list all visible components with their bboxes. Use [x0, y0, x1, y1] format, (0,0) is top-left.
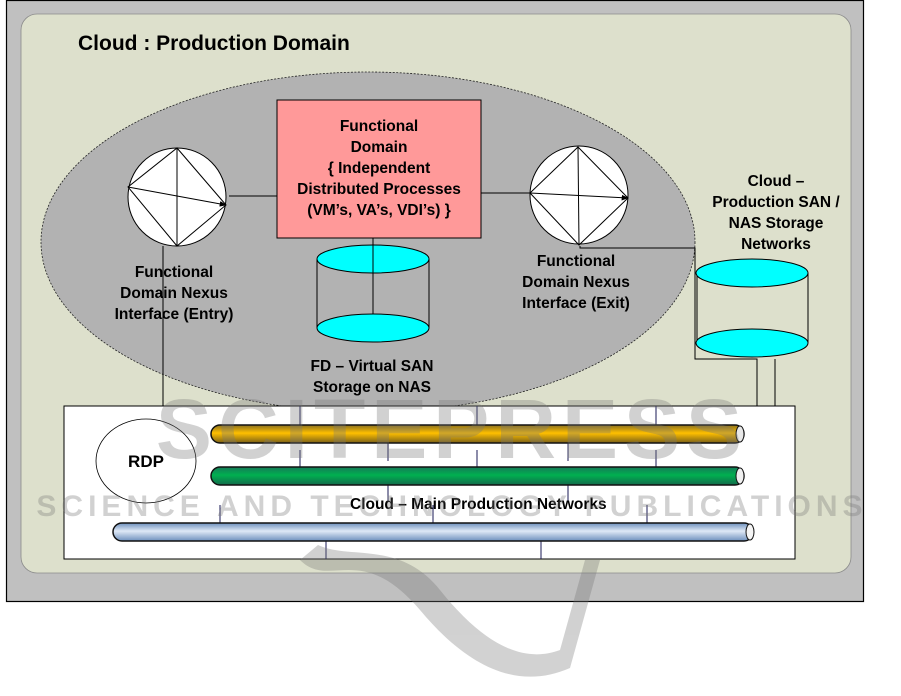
functional-domain-box — [276, 99, 482, 239]
production-storage-label: Cloud – Production SAN / NAS Storage Net… — [712, 173, 840, 253]
svg-text:Functional: Functional — [340, 118, 418, 135]
svg-text:SCITEPRESS: SCITEPRESS — [156, 382, 748, 476]
svg-text:Functional: Functional — [537, 253, 615, 270]
svg-text:(VM’s, VA’s, VDI’s) }: (VM’s, VA’s, VDI’s) } — [307, 202, 451, 219]
svg-text:NAS Storage: NAS Storage — [729, 215, 824, 232]
publisher-watermark: SCITEPRESS SCIENCE AND TECHNOLOGY PUBLIC… — [36, 382, 867, 677]
svg-text:Production SAN /: Production SAN / — [712, 194, 840, 211]
svg-text:Interface (Entry): Interface (Entry) — [115, 306, 234, 323]
diagram-title: Cloud : Production Domain — [78, 32, 350, 55]
functional-domain-label: Functional Domain { Independent Distribu… — [297, 118, 461, 219]
green-network-pipe — [210, 466, 745, 486]
svg-text:Cloud –: Cloud – — [748, 173, 805, 190]
exit-nexus-icon — [529, 145, 629, 246]
entry-nexus-icon — [127, 147, 227, 247]
entry-nexus-label: Functional Domain Nexus Interface (Entry… — [115, 264, 234, 323]
production-storage-cylinder-icon — [695, 258, 809, 358]
fd-storage-label: FD – Virtual SAN Storage on NAS — [311, 358, 434, 396]
watermark-swoosh — [300, 545, 600, 677]
fd-storage-cylinder-icon — [316, 238, 430, 343]
svg-text:Storage on NAS: Storage on NAS — [313, 379, 431, 396]
orange-network-pipe — [210, 424, 745, 444]
blue-network-pipe — [112, 522, 755, 542]
exit-nexus-label: Functional Domain Nexus Interface (Exit) — [522, 253, 630, 312]
rdp-node — [95, 418, 197, 504]
svg-text:Distributed Processes: Distributed Processes — [297, 181, 461, 198]
svg-text:Domain Nexus: Domain Nexus — [522, 274, 630, 291]
svg-text:FD – Virtual SAN: FD – Virtual SAN — [311, 358, 434, 375]
svg-text:Interface (Exit): Interface (Exit) — [522, 295, 630, 312]
svg-text:Domain Nexus: Domain Nexus — [120, 285, 228, 302]
svg-text:{ Independent: { Independent — [328, 160, 430, 177]
rdp-label: RDP — [128, 452, 164, 471]
svg-text:SCIENCE AND TECHNOLOGY PUBLICA: SCIENCE AND TECHNOLOGY PUBLICATIONS — [36, 490, 867, 523]
svg-text:Networks: Networks — [741, 236, 811, 253]
svg-text:Functional: Functional — [135, 264, 213, 281]
network-tap-lines — [219, 406, 657, 559]
networks-label: Cloud – Main Production Networks — [350, 496, 607, 513]
svg-text:Domain: Domain — [351, 139, 408, 156]
